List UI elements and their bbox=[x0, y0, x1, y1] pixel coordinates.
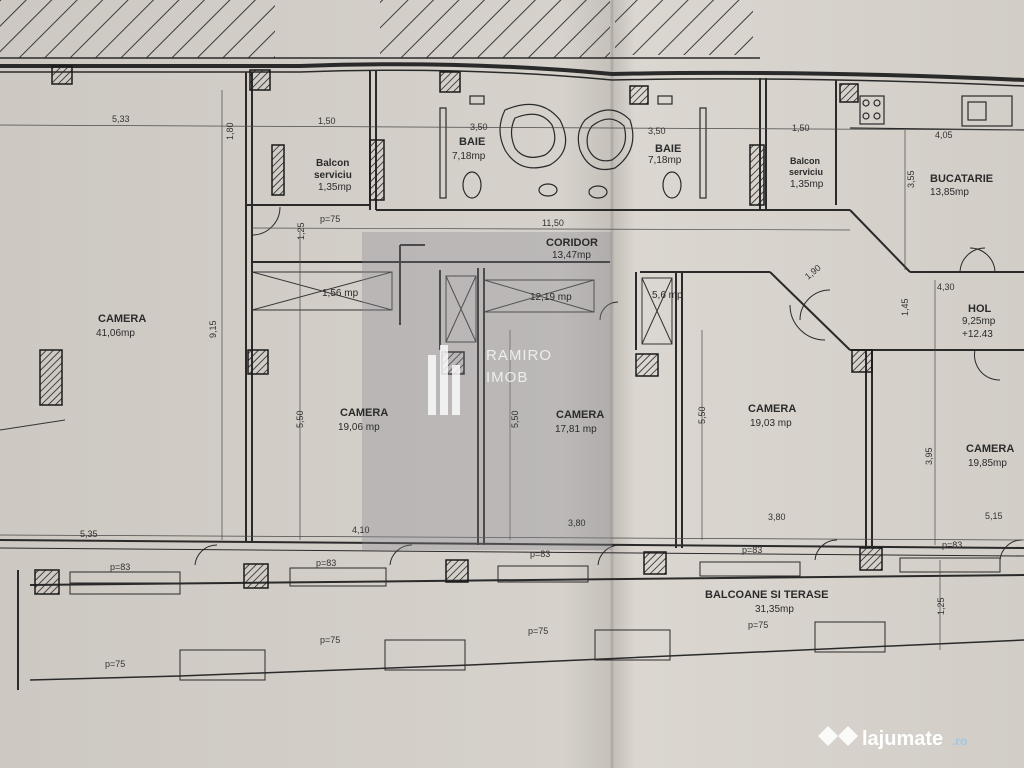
bathroom-fixtures bbox=[439, 95, 707, 199]
hatched-neighbor-strips bbox=[0, 0, 760, 59]
dim-vertical-7: 1,45 bbox=[900, 298, 910, 316]
brand-name: lajumate bbox=[862, 728, 943, 750]
dim-top-4: 3,50 bbox=[648, 126, 666, 136]
room-name-balcon-2b: serviciu bbox=[789, 167, 823, 177]
room-name-camera-2: CAMERA bbox=[340, 407, 388, 419]
dim-bottom-4: 3,80 bbox=[768, 512, 786, 522]
parapet-2: p=83 bbox=[316, 558, 336, 568]
watermark-text-1: RAMIRO bbox=[486, 347, 552, 364]
dim-vertical-2: 5,50 bbox=[295, 410, 305, 428]
room-name-coridor: CORIDOR bbox=[546, 237, 598, 249]
room-area-coridor: 13,47mp bbox=[552, 250, 591, 261]
dim-top-5: 1,50 bbox=[792, 123, 810, 133]
door-swings bbox=[194, 206, 1023, 566]
room-name-balcon-2a: Balcon bbox=[790, 156, 820, 166]
room-area-baie-1: 7,18mp bbox=[452, 151, 486, 162]
dim-vertical-9: 1,80 bbox=[225, 122, 235, 140]
dim-vertical-6: 3,55 bbox=[906, 170, 916, 188]
brand-suffix: .ro bbox=[952, 734, 967, 748]
room-area-baie-2: 7,18mp bbox=[648, 155, 682, 166]
dim-vertical-11: 1,25 bbox=[936, 597, 946, 615]
room-name-bucatarie: BUCATARIE bbox=[930, 173, 993, 185]
room-area-balcon-1: 1,35mp bbox=[318, 182, 352, 193]
dim-top-6: 4,05 bbox=[935, 130, 953, 140]
watermark-box bbox=[362, 232, 612, 550]
dim-vertical-5: 3,95 bbox=[924, 447, 934, 465]
room-area-camera-3: 17,81 mp bbox=[555, 424, 597, 435]
room-area-camera-4: 19,03 mp bbox=[750, 418, 792, 429]
room-name-balcon-1a: Balcon bbox=[316, 158, 349, 169]
parapet-7: p=75 bbox=[320, 635, 340, 645]
closet-area-2: 12,19 mp bbox=[530, 292, 572, 303]
outer-walls bbox=[0, 62, 1024, 690]
dimension-lines bbox=[0, 90, 1024, 650]
parapet-5: p=83 bbox=[942, 540, 962, 550]
dim-bottom-2: 4,10 bbox=[352, 525, 370, 535]
room-area-balcoane: 31,35mp bbox=[755, 604, 794, 615]
parapet-10: p=75 bbox=[320, 214, 340, 224]
dim-vertical-8: 1,25 bbox=[296, 222, 306, 240]
dim-bottom-1: 5,35 bbox=[80, 529, 98, 539]
parapet-4: p=83 bbox=[742, 545, 762, 555]
room-name-balcon-1b: serviciu bbox=[314, 170, 352, 181]
parapet-9: p=75 bbox=[748, 620, 768, 630]
room-name-balcoane: BALCOANE SI TERASE bbox=[705, 589, 828, 601]
closet-crosses bbox=[251, 271, 673, 345]
watermark-text-2: IMOB bbox=[486, 369, 528, 386]
dim-top-1: 5,33 bbox=[112, 114, 130, 124]
dim-top-2: 1,50 bbox=[318, 116, 336, 126]
parapet-6: p=75 bbox=[105, 659, 125, 669]
room-name-hol: HOL bbox=[968, 303, 992, 315]
room-name-baie-2: BAIE bbox=[655, 143, 681, 155]
structural-columns bbox=[34, 65, 883, 595]
dim-corridor: 11,50 bbox=[542, 218, 564, 228]
room-area-camera-2: 19,06 mp bbox=[338, 422, 380, 433]
dim-vertical-1: 9,15 bbox=[208, 320, 218, 338]
dim-hol: 4,30 bbox=[937, 282, 955, 292]
dim-top-3: 3,50 bbox=[470, 122, 488, 132]
room-name-camera-3: CAMERA bbox=[556, 409, 604, 421]
parapet-8: p=75 bbox=[528, 626, 548, 636]
room-name-camera-1: CAMERA bbox=[98, 313, 146, 325]
room-area-bucatarie: 13,85mp bbox=[930, 187, 969, 198]
room-name-camera-4: CAMERA bbox=[748, 403, 796, 415]
room-name-camera-5: CAMERA bbox=[966, 443, 1014, 455]
dim-bottom-5: 5,15 bbox=[985, 511, 1003, 521]
windows bbox=[69, 557, 1001, 681]
dim-vertical-3: 5,50 bbox=[510, 410, 520, 428]
room-area-camera-1: 41,06mp bbox=[96, 328, 135, 339]
room-area-hol: 9,25mp bbox=[962, 316, 996, 327]
brand-logo-icon bbox=[818, 726, 858, 746]
watermark-logo-icon bbox=[428, 345, 460, 415]
closet-area-3: 5,6 mp bbox=[652, 290, 683, 301]
room-area-camera-5: 19,85mp bbox=[968, 458, 1007, 469]
room-name-baie-1: BAIE bbox=[459, 136, 485, 148]
level-mark-hol: +12.43 bbox=[962, 329, 993, 340]
dim-bottom-3: 3,80 bbox=[568, 518, 586, 528]
parapet-1: p=83 bbox=[110, 562, 130, 572]
parapet-3: p=83 bbox=[530, 549, 550, 559]
closet-area-1: 1,56 mp bbox=[322, 288, 359, 299]
room-area-balcon-2: 1,35mp bbox=[790, 179, 824, 190]
arrow-mark bbox=[0, 419, 66, 431]
dim-vertical-4: 5,50 bbox=[697, 406, 707, 424]
